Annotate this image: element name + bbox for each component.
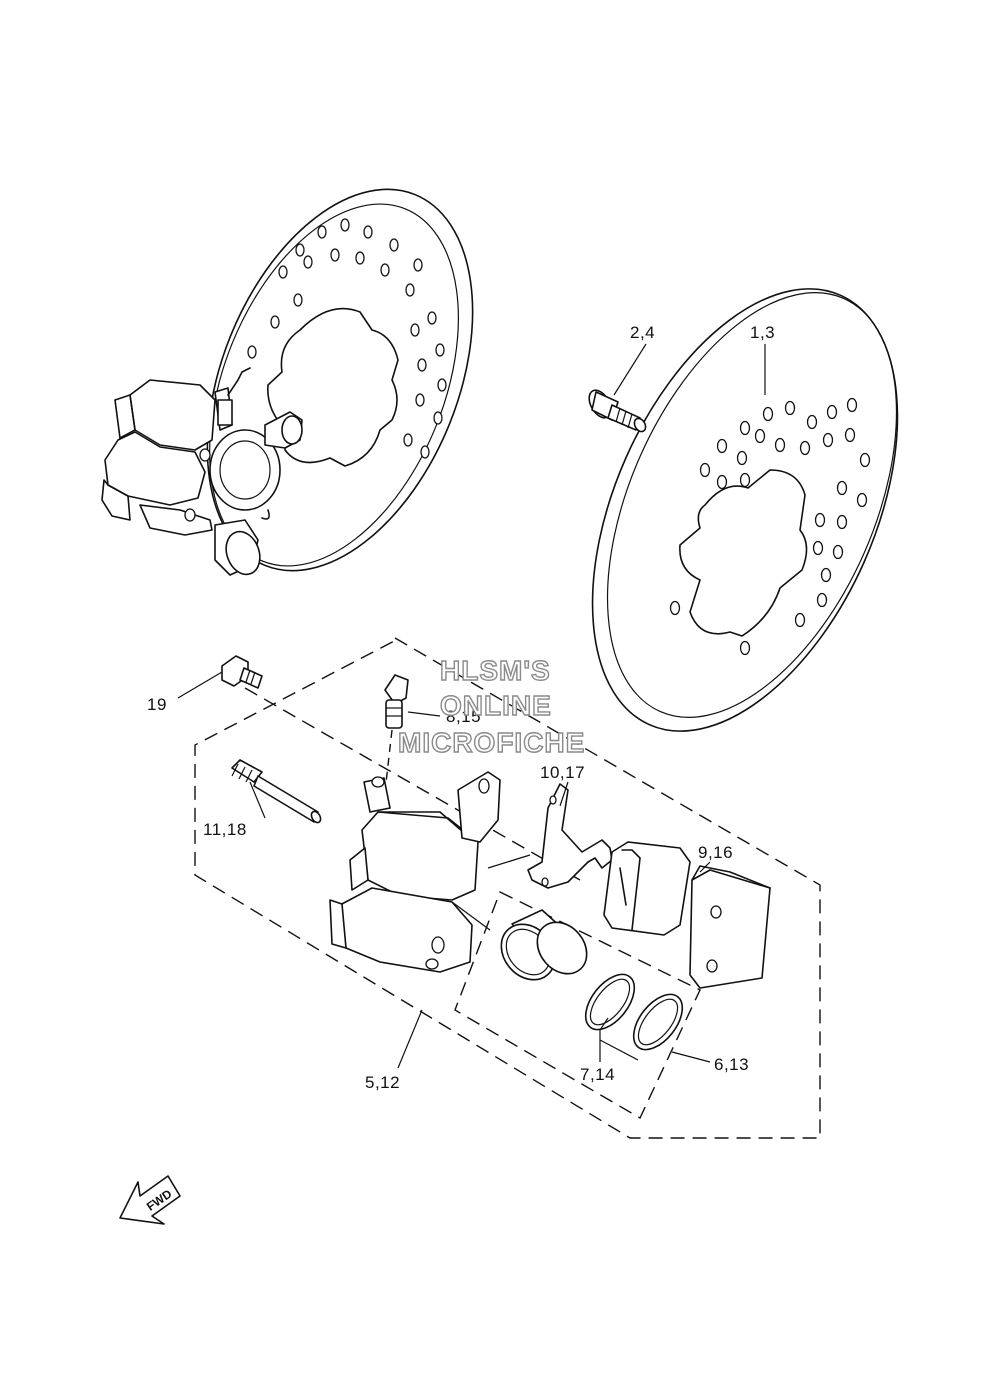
- assembly-boundary: [194, 637, 821, 1139]
- callout-2-4: 2,4: [630, 323, 655, 342]
- watermark-line-3: MICROFICHE: [398, 727, 585, 758]
- callout-7-14: 7,14: [580, 1065, 615, 1084]
- callout-19: 19: [147, 695, 167, 714]
- brake-pads: [603, 841, 771, 989]
- watermark: HLSM'S ONLINE MICROFICHE: [397, 654, 585, 758]
- caliper-body: [329, 771, 531, 973]
- callout-8-15: 8,15: [446, 707, 481, 726]
- watermark-line-2: ONLINE: [440, 690, 552, 721]
- callout-5-12: 5,12: [365, 1073, 400, 1092]
- disc-vent-holes: [669, 397, 871, 656]
- callout-1-3: 1,3: [750, 323, 775, 342]
- bleed-screw: [381, 674, 409, 819]
- callout-labels: 1,3 2,4 19 8,15 10,17 11,18 9,16 5,12 7,…: [147, 323, 775, 1092]
- caliper-bolt: [221, 655, 263, 689]
- callout-10-17: 10,17: [540, 763, 585, 782]
- disc-bolt: [588, 389, 647, 433]
- assembled-brake-disc: [206, 188, 474, 572]
- piston-seals: [584, 973, 684, 1051]
- callout-6-13: 6,13: [714, 1055, 749, 1074]
- disc-vent-holes-upper: [247, 218, 447, 459]
- assembled-brake-caliper: [101, 367, 303, 576]
- callout-11-18: 11,18: [203, 820, 247, 839]
- slide-pin: [231, 759, 322, 824]
- brake-disc: [591, 288, 899, 732]
- caliper-piston: [500, 909, 588, 981]
- watermark-line-1: HLSM'S: [440, 655, 551, 686]
- fwd-arrow-icon: FWD: [119, 1175, 181, 1225]
- pad-spring: [527, 783, 613, 889]
- callout-9-16: 9,16: [698, 843, 733, 862]
- leader-lines: [177, 343, 766, 1069]
